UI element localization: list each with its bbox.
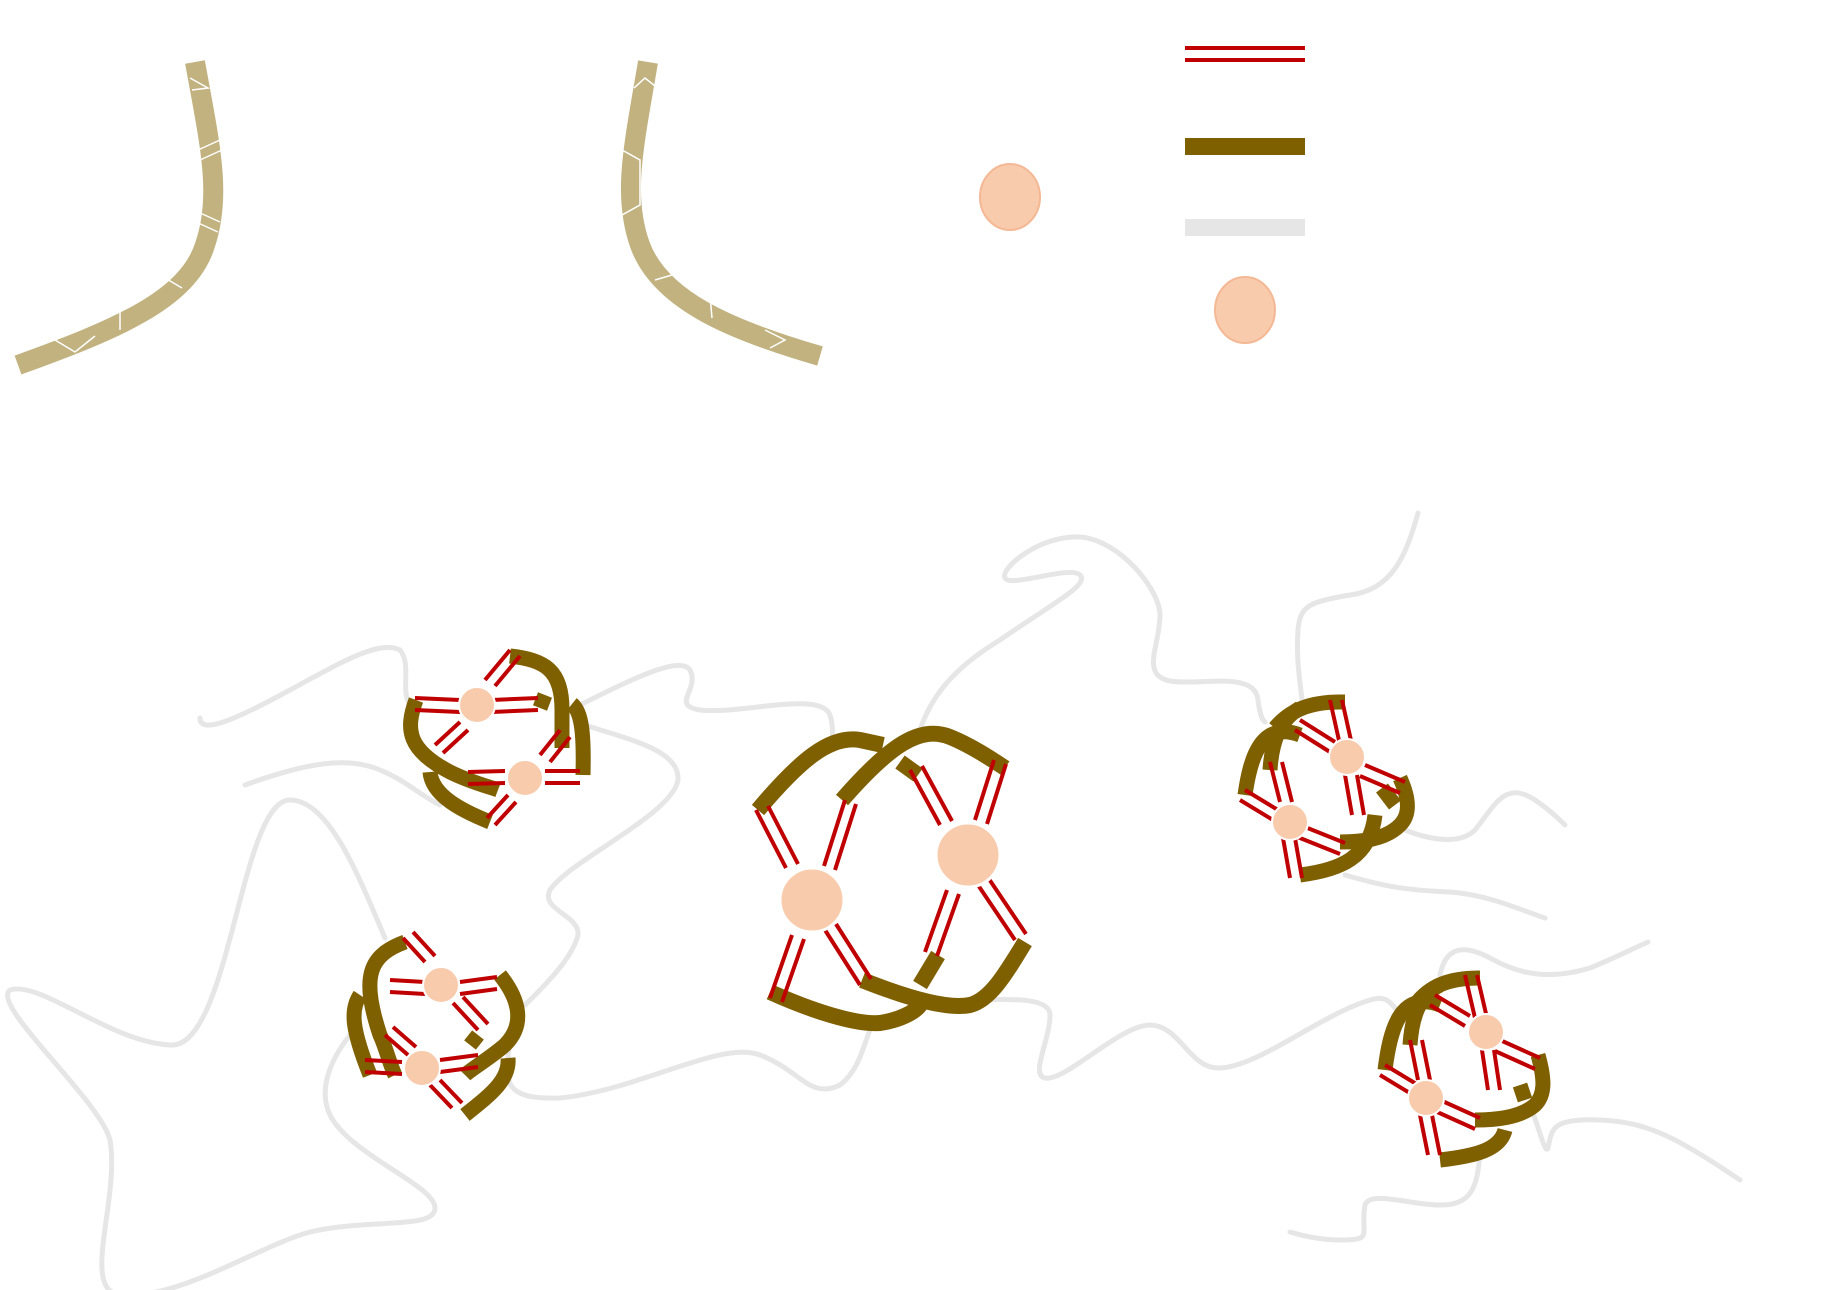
right-strand-hinge bbox=[654, 257, 673, 281]
legend bbox=[1185, 46, 1305, 344]
loop-line bbox=[5, 797, 438, 1290]
strand bbox=[1237, 724, 1303, 797]
assembly-small-top-right bbox=[1237, 694, 1415, 883]
loop-line bbox=[917, 534, 1268, 733]
linker-loops bbox=[5, 510, 1743, 1290]
metal-ion bbox=[1328, 738, 1366, 776]
strand bbox=[835, 725, 1010, 806]
metal-ion bbox=[506, 759, 544, 797]
bond-pair bbox=[1378, 974, 1541, 1156]
bond-pair bbox=[414, 648, 580, 827]
left-strand-hinge bbox=[164, 277, 183, 289]
left-strand-hinge bbox=[54, 335, 96, 353]
strand bbox=[532, 692, 553, 711]
strand bbox=[566, 698, 591, 776]
strand bbox=[1339, 774, 1415, 850]
loop-line bbox=[1527, 1102, 1743, 1183]
right-strand-unit bbox=[620, 60, 823, 366]
metal-ion bbox=[458, 686, 496, 724]
right-strand-hinge bbox=[633, 77, 656, 89]
loop-line bbox=[1294, 510, 1421, 703]
strand bbox=[766, 984, 927, 1032]
left-strand-hinge bbox=[197, 139, 223, 161]
assembly-small-bottom-left bbox=[346, 930, 526, 1121]
loop-line bbox=[577, 663, 838, 748]
loop-line bbox=[1287, 1147, 1483, 1243]
bond-pair bbox=[754, 759, 1028, 1003]
bond-pair bbox=[364, 930, 498, 1110]
bond-pair bbox=[1238, 699, 1406, 879]
left-strand-unit bbox=[14, 60, 224, 375]
loop-line bbox=[1437, 939, 1651, 978]
assembly-large-center bbox=[751, 725, 1032, 1032]
strand bbox=[1439, 1127, 1513, 1168]
strand bbox=[1474, 1052, 1551, 1128]
loop-line bbox=[504, 1027, 873, 1101]
metal-ion-component bbox=[979, 163, 1041, 231]
right-strand-hinge bbox=[621, 149, 641, 216]
legend-bond-icon bbox=[1185, 46, 1305, 62]
strand bbox=[362, 934, 408, 1079]
strand bbox=[346, 990, 377, 1078]
strand bbox=[1402, 978, 1444, 1046]
metal-ion bbox=[422, 966, 460, 1004]
assembly-small-top-left bbox=[403, 648, 591, 829]
loop-line bbox=[1402, 790, 1568, 842]
strand bbox=[913, 950, 945, 990]
strand bbox=[422, 770, 493, 829]
metal-ion bbox=[403, 1049, 441, 1087]
strand bbox=[460, 1057, 516, 1121]
metal-ion bbox=[934, 821, 1002, 889]
strand bbox=[751, 731, 885, 816]
metal-ion bbox=[1467, 1013, 1505, 1051]
loop-line bbox=[1342, 872, 1548, 921]
left-strand-body bbox=[14, 60, 224, 375]
left-strand-hinge bbox=[189, 77, 211, 91]
loop-line bbox=[522, 722, 681, 1008]
metal-ion bbox=[1271, 803, 1309, 841]
strand bbox=[403, 697, 501, 798]
loop-line bbox=[967, 995, 1398, 1081]
right-strand-hinge bbox=[764, 329, 787, 349]
loop-line bbox=[197, 644, 413, 728]
loop-line bbox=[242, 760, 443, 808]
metal-ion bbox=[1407, 1079, 1445, 1117]
right-strand-body bbox=[620, 60, 823, 366]
left-strand-hinge bbox=[195, 211, 221, 233]
strand bbox=[509, 648, 570, 748]
legend-metal-icon bbox=[1214, 276, 1276, 344]
strand bbox=[895, 755, 923, 782]
strand bbox=[1376, 783, 1401, 810]
legend-strand-icon bbox=[1185, 138, 1305, 155]
legend-loop-icon bbox=[1185, 219, 1305, 236]
strand bbox=[464, 1030, 484, 1050]
right-strand-hinge bbox=[709, 294, 713, 319]
strand bbox=[1299, 813, 1383, 883]
strand bbox=[859, 937, 1032, 1014]
metal-ion bbox=[778, 866, 846, 934]
assembly-small-bottom-right bbox=[1377, 970, 1551, 1168]
strand bbox=[1512, 1082, 1533, 1103]
